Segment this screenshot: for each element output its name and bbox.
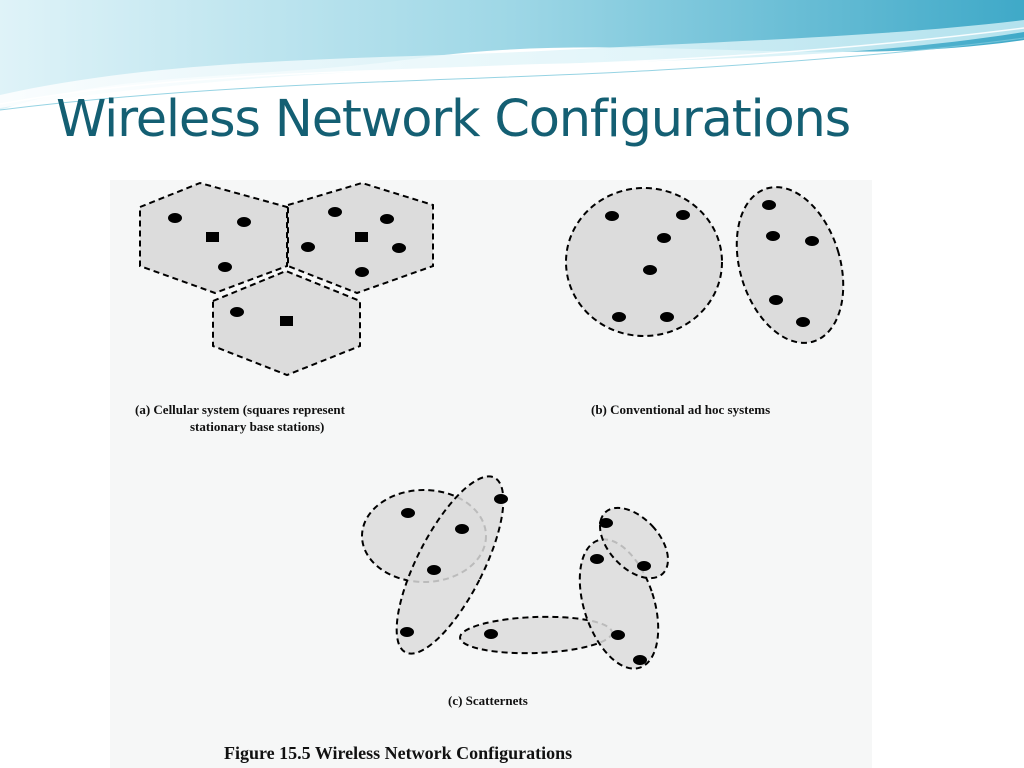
mobile-node xyxy=(605,211,619,221)
mobile-node xyxy=(218,262,232,272)
mobile-node xyxy=(401,508,415,518)
mobile-node xyxy=(657,233,671,243)
mobile-node xyxy=(660,312,674,322)
cellular-system-diagram xyxy=(139,181,434,377)
mobile-node xyxy=(766,231,780,241)
mobile-node xyxy=(355,267,369,277)
scatternets-diagram xyxy=(361,475,669,670)
mobile-node xyxy=(805,236,819,246)
mobile-node xyxy=(392,243,406,253)
base-station xyxy=(206,232,219,242)
figure-panel: (a) Cellular system (squares represent s… xyxy=(110,180,872,768)
mobile-node xyxy=(494,494,508,504)
mobile-node xyxy=(455,524,469,534)
caption-cellular-line2: stationary base stations) xyxy=(190,419,324,434)
mobile-node xyxy=(796,317,810,327)
mobile-node xyxy=(590,554,604,564)
mobile-node xyxy=(484,629,498,639)
mobile-node xyxy=(762,200,776,210)
mobile-node xyxy=(676,210,690,220)
slide-title: Wireless Network Configurations xyxy=(56,90,851,149)
mobile-node xyxy=(237,217,251,227)
mobile-node xyxy=(168,213,182,223)
mobile-node xyxy=(769,295,783,305)
mobile-node xyxy=(612,312,626,322)
caption-scatternets: (c) Scatternets xyxy=(448,693,528,708)
piconet-region xyxy=(395,475,505,655)
mobile-node xyxy=(380,214,394,224)
mobile-node xyxy=(230,307,244,317)
network-configurations-figure: (a) Cellular system (squares represent s… xyxy=(135,181,845,763)
mobile-node xyxy=(643,265,657,275)
piconet-region xyxy=(599,506,669,580)
mobile-node xyxy=(633,655,647,665)
ad-hoc-nodes xyxy=(605,200,819,327)
mobile-node xyxy=(301,242,315,252)
cellular-nodes xyxy=(168,207,406,326)
mobile-node xyxy=(427,565,441,575)
mobile-node xyxy=(611,630,625,640)
ad-hoc-network-region xyxy=(735,186,845,344)
caption-cellular-line1: (a) Cellular system (squares represent xyxy=(135,402,346,417)
base-station xyxy=(280,316,293,326)
wave-header-decoration xyxy=(0,0,1024,111)
ad-hoc-system-diagram xyxy=(565,186,845,344)
figure-title: Figure 15.5 Wireless Network Configurati… xyxy=(224,743,572,763)
scatternet-nodes xyxy=(400,494,651,665)
caption-ad-hoc: (b) Conventional ad hoc systems xyxy=(591,402,770,417)
mobile-node xyxy=(400,627,414,637)
mobile-node xyxy=(599,518,613,528)
mobile-node xyxy=(328,207,342,217)
mobile-node xyxy=(637,561,651,571)
base-station xyxy=(355,232,368,242)
ad-hoc-network-region xyxy=(565,187,723,337)
